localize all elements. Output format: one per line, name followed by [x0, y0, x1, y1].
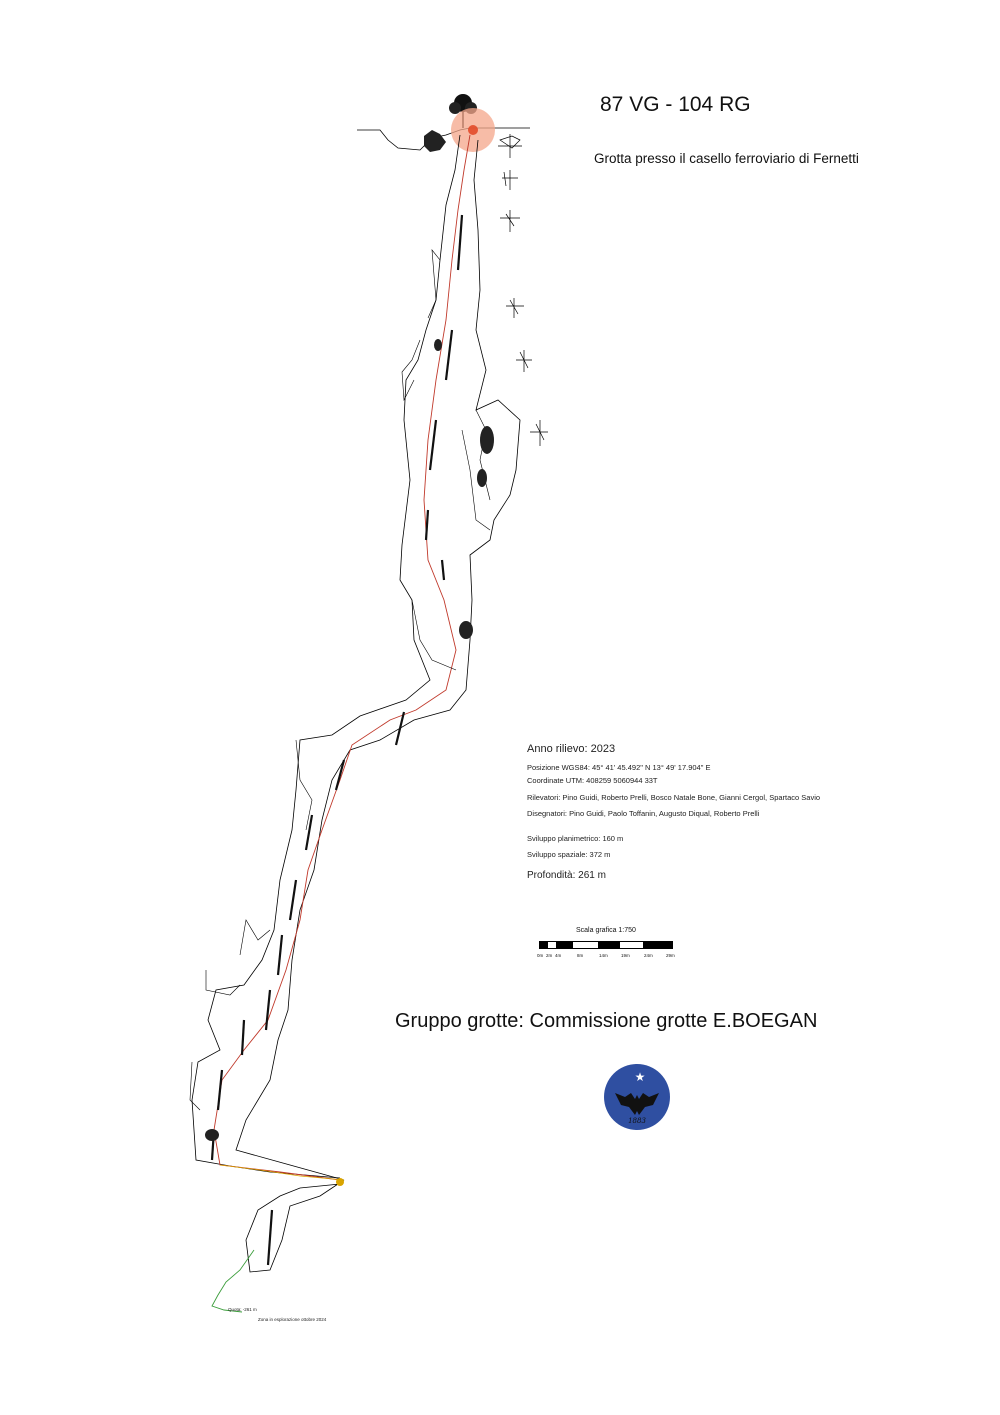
- survey-line-gallery: [219, 1164, 345, 1181]
- cross-sections: [498, 134, 548, 446]
- star-icon: ★: [635, 1070, 646, 1084]
- scale-title: Scala grafica 1:750: [576, 927, 636, 934]
- scale-tick: 29m: [666, 953, 675, 958]
- scale-tick: 8m: [577, 953, 584, 958]
- scale-bar: [539, 941, 673, 949]
- cave-wall-bottom: [245, 1179, 345, 1273]
- scale-tick: 2m: [546, 953, 553, 958]
- survey-depth: Profondità: 261 m: [527, 870, 606, 881]
- survey-planimetric: Sviluppo planimetrico: 160 m: [527, 834, 624, 843]
- cave-code-title: 87 VG - 104 RG: [600, 93, 751, 116]
- bottom-depth-label: Quota: -261 m: [228, 1307, 257, 1312]
- scale-tick: 24m: [644, 953, 653, 958]
- survey-spatial: Sviluppo spaziale: 372 m: [527, 850, 611, 859]
- scale-tick: 14m: [599, 953, 608, 958]
- survey-utm: Coordinate UTM: 408259 5060944 33T: [527, 776, 658, 785]
- bat-icon: [615, 1093, 659, 1115]
- cave-name-subtitle: Grotta presso il casello ferroviario di …: [594, 151, 859, 166]
- survey-line-main: [213, 134, 471, 1181]
- scale-tick: 19m: [621, 953, 630, 958]
- survey-position: Posizione WGS84: 45° 41' 45.492" N 13° 4…: [527, 763, 711, 772]
- bottom-exploration-note: Zona in esplorazione ottobre 2024: [258, 1317, 327, 1322]
- cave-wall-right: [235, 139, 521, 1181]
- boulder-fills: [205, 339, 494, 1186]
- scale-tick: 0m: [537, 953, 544, 958]
- boegan-logo: ★ 1883: [603, 1063, 671, 1131]
- survey-drafters: Disegnatori: Pino Guidi, Paolo Toffanin,…: [527, 809, 760, 818]
- logo-year: 1883: [628, 1117, 646, 1125]
- cave-wall-left: [191, 134, 461, 1179]
- side-galleries: [189, 249, 491, 1111]
- survey-surveyors: Rilevatori: Pino Guidi, Roberto Prelli, …: [527, 793, 821, 802]
- scale-tick: 4m: [555, 953, 562, 958]
- group-name: Gruppo grotte: Commissione grotte E.BOEG…: [395, 1010, 818, 1032]
- survey-line-bottom: [211, 1249, 255, 1313]
- survey-year: Anno rilievo: 2023: [527, 743, 616, 755]
- shaft-hatching: [210, 214, 464, 1266]
- surface-vegetation: [424, 130, 446, 152]
